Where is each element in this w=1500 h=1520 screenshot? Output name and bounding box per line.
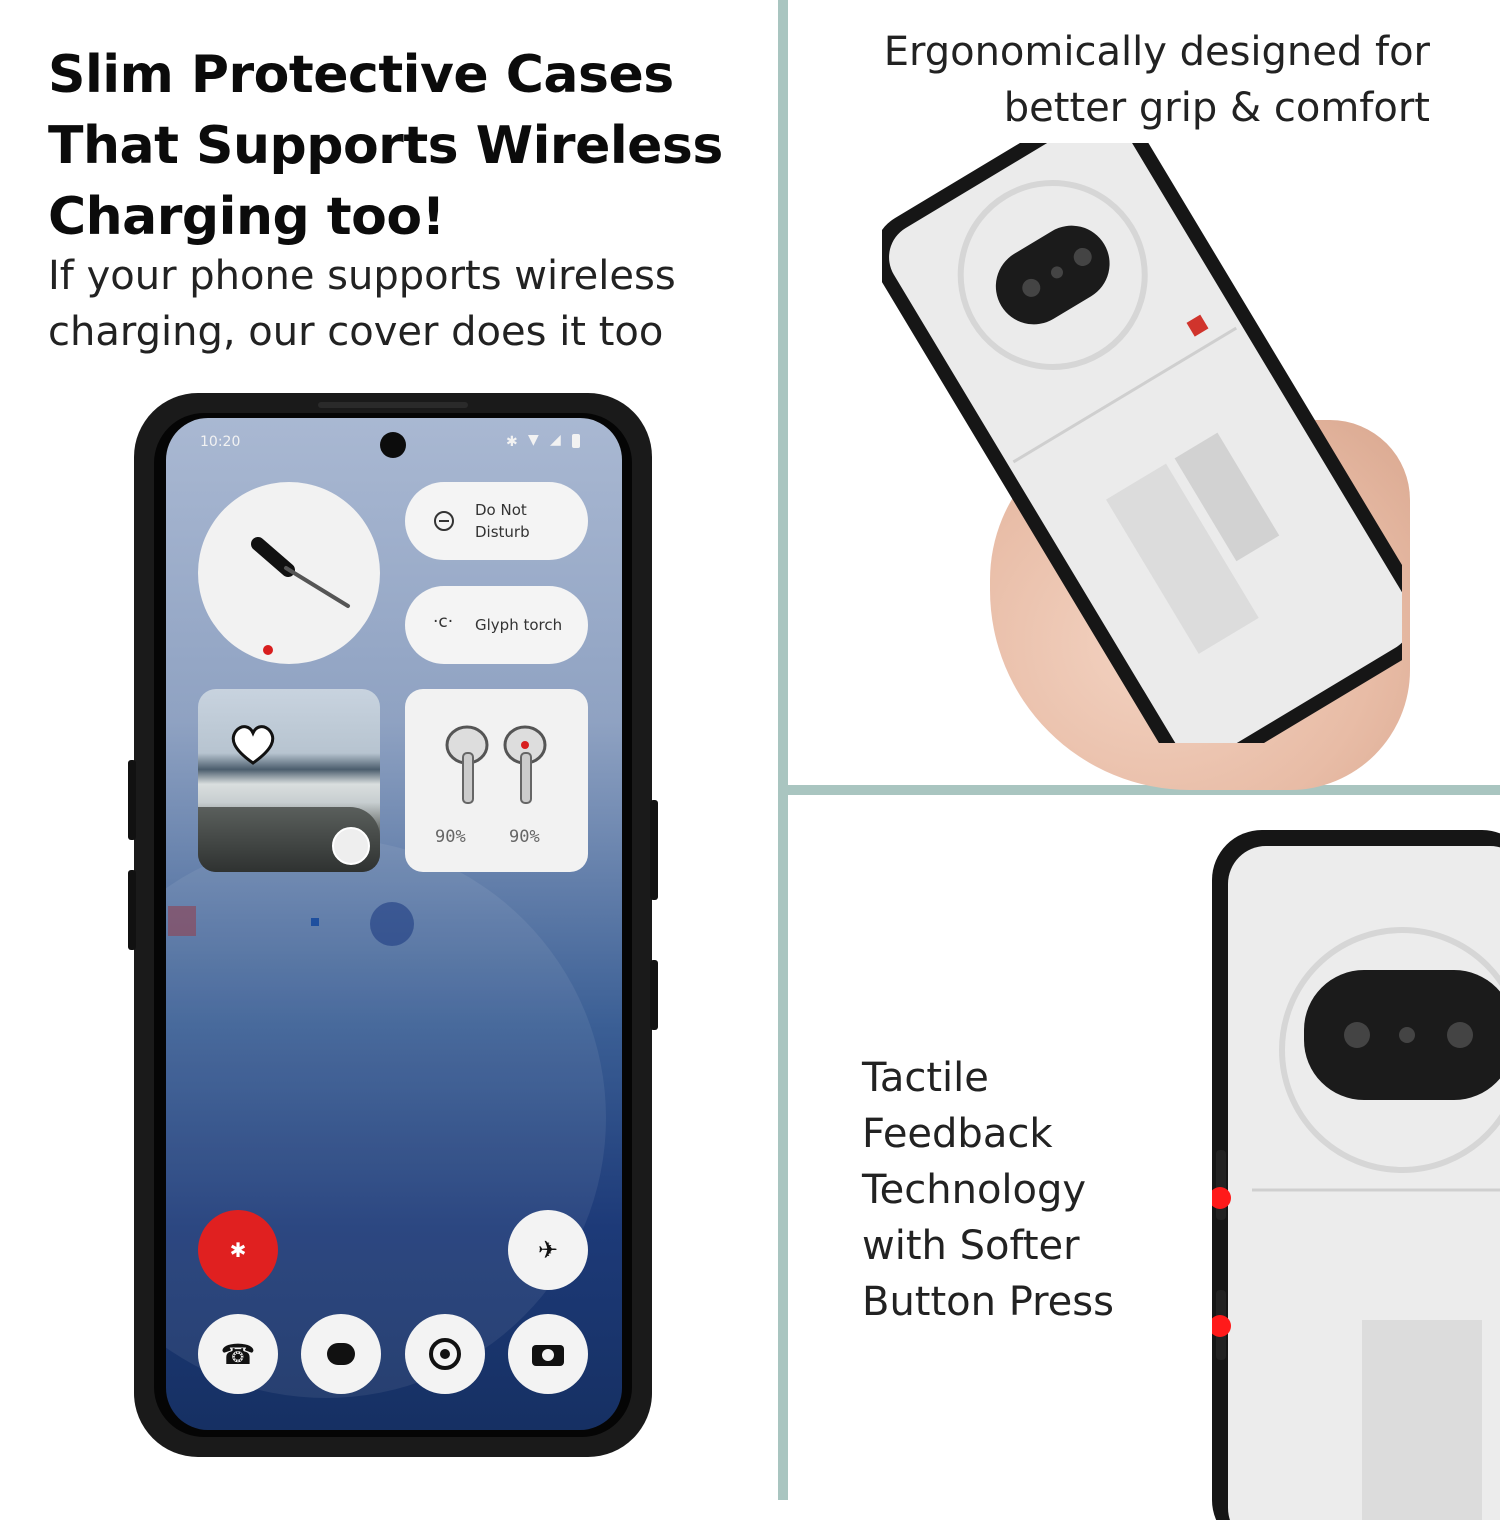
side-button-right-2 <box>650 960 658 1030</box>
ergonomic-caption: Ergonomically designed for better grip &… <box>770 24 1430 136</box>
left-bud-battery: 90% <box>435 827 466 847</box>
vertical-divider <box>778 0 788 1500</box>
dnd-label-line-2: Disturb <box>475 523 530 541</box>
subheadline-line-2: charging, our cover does it too <box>48 309 664 355</box>
side-button-left-2 <box>128 870 136 950</box>
chrome-icon <box>429 1338 461 1370</box>
glyph-torch-label: Glyph torch <box>475 616 563 634</box>
avatar <box>332 827 370 865</box>
camera-app-button[interactable] <box>508 1314 588 1394</box>
side-button-left-1 <box>128 760 136 840</box>
ergonomic-line-2: better grip & comfort <box>1003 85 1430 131</box>
airplane-mode-button[interactable]: ✈ <box>508 1210 588 1290</box>
earbuds-icon <box>445 725 547 804</box>
wifi-icon: ▼ <box>528 432 539 448</box>
front-camera <box>380 432 406 458</box>
minus-circle-icon <box>434 511 454 531</box>
torch-icon: ·c· <box>433 612 454 632</box>
subheadline: If your phone supports wireless charging… <box>48 248 768 360</box>
tactile-caption: Tactile Feedback Technology with Softer … <box>862 1050 1182 1330</box>
phone-app-button[interactable]: ☎ <box>198 1314 278 1394</box>
heart-icon <box>231 725 275 765</box>
tactile-line-5: Button Press <box>862 1279 1114 1325</box>
wallpaper-dot <box>311 918 319 926</box>
glyph-torch-tile[interactable]: ·c· Glyph torch <box>405 586 588 664</box>
dnd-label-line-1: Do Not <box>475 501 527 519</box>
earbuds-widget[interactable]: 90% 90% <box>405 689 588 872</box>
camera-icon <box>532 1345 564 1366</box>
right-bud-battery: 90% <box>509 827 540 847</box>
chrome-app-button[interactable] <box>405 1314 485 1394</box>
wallpaper-small-circle <box>370 902 414 946</box>
tactile-line-3: Technology <box>862 1167 1087 1213</box>
headline-line-2: That Supports Wireless <box>48 116 723 176</box>
status-time: 10:20 <box>200 434 241 450</box>
message-icon <box>327 1343 355 1365</box>
headline-line-1: Slim Protective Cases <box>48 45 674 105</box>
battery-icon <box>572 434 580 448</box>
clock-widget[interactable] <box>198 482 380 664</box>
bluetooth-toggle-button[interactable]: ✱ <box>198 1210 278 1290</box>
top-speaker-grill <box>318 402 468 408</box>
tactile-line-1: Tactile <box>862 1055 989 1101</box>
wallpaper-square <box>168 906 196 936</box>
messages-app-button[interactable] <box>301 1314 381 1394</box>
photo-widget[interactable] <box>198 689 380 872</box>
airplane-icon: ✈ <box>537 1236 559 1264</box>
subheadline-line-1: If your phone supports wireless <box>48 253 676 299</box>
tactile-line-2: Feedback <box>862 1111 1053 1157</box>
phone-icon: ☎ <box>220 1337 256 1371</box>
bluetooth-icon: ✱ <box>229 1238 247 1262</box>
back-phone-side <box>1212 830 1500 1520</box>
status-bar: 10:20 ✱ ▼ ◢ <box>200 432 590 454</box>
bluetooth-icon: ✱ <box>506 434 518 450</box>
headline-line-3: Charging too! <box>48 187 445 247</box>
headline: Slim Protective Cases That Supports Wire… <box>48 40 768 253</box>
do-not-disturb-tile[interactable]: Do Not Disturb <box>405 482 588 560</box>
clock-hands-icon <box>251 537 350 655</box>
horizontal-divider <box>788 785 1500 795</box>
tactile-line-4: with Softer <box>862 1223 1080 1269</box>
back-phone-tilted <box>882 143 1402 743</box>
side-button-right-1 <box>650 800 658 900</box>
ergonomic-line-1: Ergonomically designed for <box>883 29 1430 75</box>
signal-icon: ◢ <box>550 432 561 448</box>
